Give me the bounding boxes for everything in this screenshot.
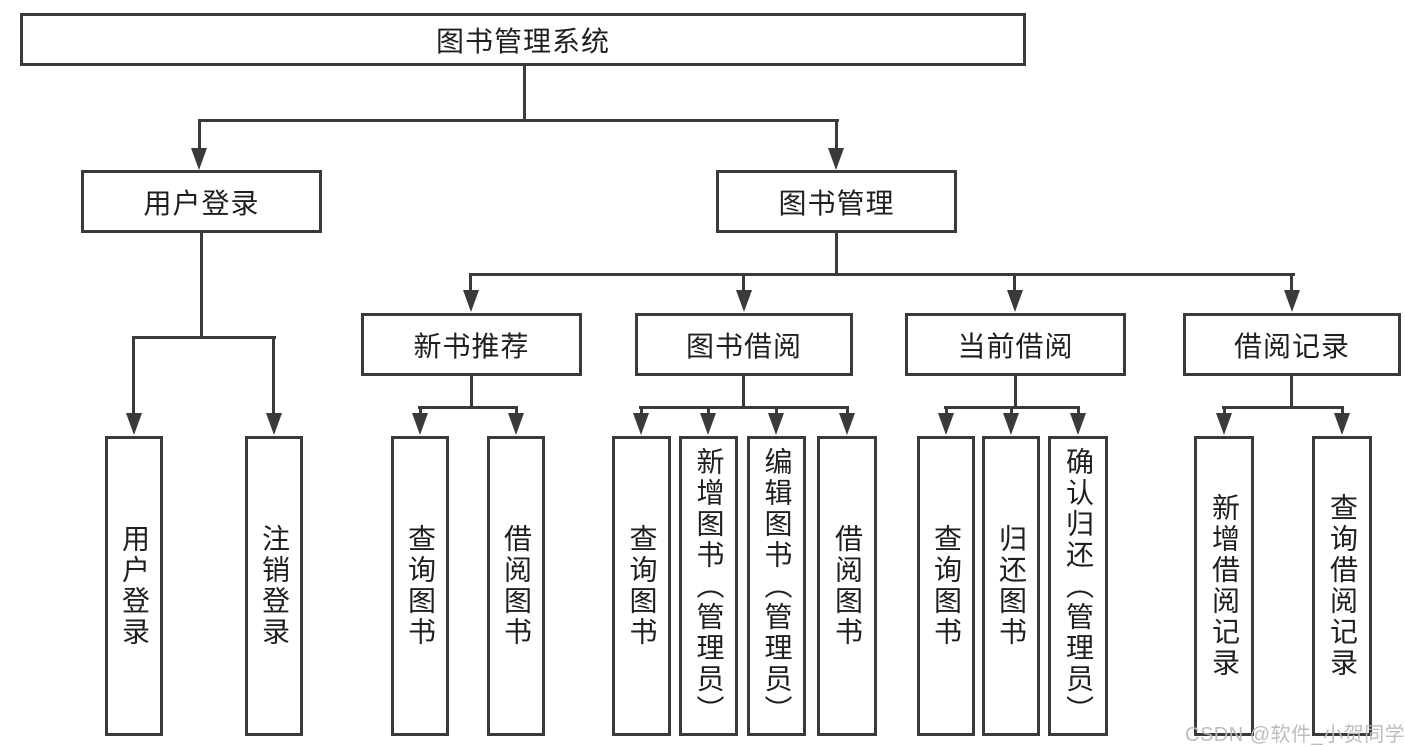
connector-line: [742, 376, 745, 408]
connector-line: [945, 406, 948, 415]
arrow-down-icon: [1334, 413, 1350, 435]
arrow-down-icon: [463, 290, 479, 312]
arrow-down-icon: [1284, 290, 1300, 312]
leaf-borrow-books-recommend: 借阅图书: [487, 436, 545, 736]
node-label: 图书借阅: [685, 330, 802, 362]
arrow-down-icon: [126, 413, 142, 435]
node-label: 图书管理系统: [435, 25, 610, 57]
arrow-down-icon: [1003, 413, 1019, 435]
node-book-management: 图书管理: [716, 170, 957, 233]
node-label: 借阅图书: [501, 524, 532, 648]
leaf-add-borrow-record: 新增借阅记录: [1194, 436, 1254, 736]
arrow-down-icon: [412, 413, 428, 435]
node-current-borrowing: 当前借阅: [905, 313, 1126, 376]
node-label: 新增借阅记录: [1209, 493, 1240, 679]
leaf-return-books: 归还图书: [982, 436, 1040, 736]
connector-line: [1290, 376, 1293, 408]
node-new-book-recommendation: 新书推荐: [361, 313, 582, 376]
leaf-borrow-books: 借阅图书: [817, 436, 877, 736]
connector-line: [198, 119, 839, 122]
node-label: 查询图书: [405, 524, 436, 648]
connector-line: [132, 336, 276, 339]
connector-line: [707, 406, 710, 415]
arrow-down-icon: [191, 148, 207, 170]
leaf-edit-books-admin: 编辑图书（管理员）: [747, 436, 806, 736]
leaf-query-books-borrow: 查询图书: [612, 436, 671, 736]
arrow-down-icon: [768, 413, 784, 435]
node-borrowing-records: 借阅记录: [1183, 313, 1401, 376]
connector-line: [419, 406, 422, 415]
node-label: 查询图书: [626, 524, 658, 648]
connector-line: [835, 233, 838, 275]
arrow-down-icon: [1216, 413, 1232, 435]
arrow-down-icon: [633, 413, 649, 435]
node-label: 新增图书（管理员）: [693, 446, 725, 726]
connector-line: [835, 119, 838, 150]
node-label: 用户登录: [143, 187, 260, 219]
connector-line: [742, 273, 745, 292]
connector-line: [1290, 273, 1293, 292]
leaf-query-books-current: 查询图书: [917, 436, 975, 736]
node-label: 查询图书: [931, 524, 962, 648]
connector-line: [272, 336, 275, 414]
node-label: 归还图书: [996, 524, 1027, 648]
arrow-down-icon: [700, 413, 716, 435]
leaf-query-borrow-record: 查询借阅记录: [1312, 436, 1372, 736]
node-label: 借阅图书: [832, 524, 863, 648]
connector-line: [1010, 406, 1013, 415]
leaf-logout: 注销登录: [245, 436, 303, 736]
leaf-confirm-return-admin: 确认归还（管理员）: [1048, 436, 1108, 736]
connector-line: [515, 406, 518, 415]
arrow-down-icon: [828, 148, 844, 170]
arrow-down-icon: [1007, 290, 1023, 312]
connector-line: [1013, 273, 1016, 292]
connector-line: [132, 336, 135, 414]
connector-line: [418, 406, 518, 409]
connector-line: [640, 406, 643, 415]
node-label: 编辑图书（管理员）: [761, 446, 793, 726]
connector-line: [1077, 406, 1080, 415]
arrow-down-icon: [266, 413, 282, 435]
watermark: CSDN @软件_小贺同学: [1185, 724, 1405, 746]
connector-line: [1014, 376, 1017, 408]
connector-line: [775, 406, 778, 415]
node-label: 确认归还（管理员）: [1063, 446, 1094, 726]
leaf-add-books-admin: 新增图书（管理员）: [679, 436, 738, 736]
arrow-down-icon: [736, 290, 752, 312]
node-label: 查询借阅记录: [1327, 493, 1358, 679]
connector-line: [200, 233, 203, 338]
arrow-down-icon: [508, 413, 524, 435]
node-label: 注销登录: [259, 524, 290, 648]
connector-line: [1223, 406, 1226, 415]
node-label: 当前借阅: [957, 330, 1074, 362]
arrow-down-icon: [1070, 413, 1086, 435]
node-label: 借阅记录: [1233, 330, 1350, 362]
node-book-borrowing: 图书借阅: [635, 313, 853, 376]
connector-line: [846, 406, 849, 415]
arrow-down-icon: [839, 413, 855, 435]
connector-line: [1222, 406, 1344, 409]
leaf-user-login: 用户登录: [105, 436, 163, 736]
node-label: 用户登录: [119, 524, 150, 648]
node-user-login: 用户登录: [81, 170, 322, 233]
node-label: 新书推荐: [413, 330, 530, 362]
node-library-management-system: 图书管理系统: [20, 13, 1026, 66]
connector-line: [469, 273, 472, 292]
leaf-query-books-recommend: 查询图书: [391, 436, 449, 736]
connector-line: [523, 66, 526, 122]
connector-line: [470, 376, 473, 408]
node-label: 图书管理: [778, 187, 895, 219]
arrow-down-icon: [938, 413, 954, 435]
connector-line: [198, 119, 201, 150]
connector-line: [639, 406, 849, 409]
connector-line: [1341, 406, 1344, 415]
connector-line: [469, 273, 1295, 276]
